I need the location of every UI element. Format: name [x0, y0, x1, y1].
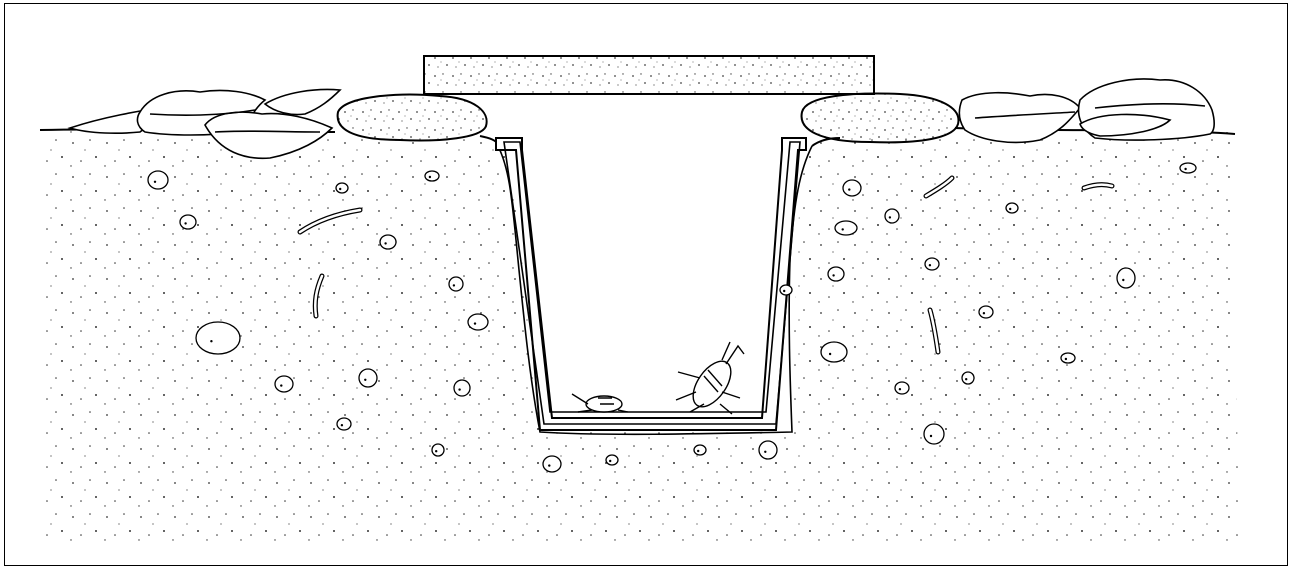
support-stone-left — [338, 95, 487, 141]
pebble-speck — [929, 264, 931, 266]
pebble — [885, 209, 899, 223]
pebble — [821, 342, 847, 362]
pebble — [380, 235, 396, 249]
support-stone-right — [802, 94, 959, 143]
pebble — [925, 258, 939, 270]
pebble-speck — [210, 340, 212, 342]
pebble — [196, 322, 240, 354]
pebble — [1180, 163, 1196, 173]
pebble-speck — [339, 188, 341, 190]
pebble-speck — [474, 322, 476, 324]
pebble — [843, 180, 861, 196]
pebble — [759, 441, 777, 459]
pebble-speck — [609, 460, 611, 462]
pebble-speck — [829, 353, 831, 355]
pebble — [148, 171, 168, 189]
pebble — [1061, 353, 1075, 363]
pebble — [337, 418, 351, 430]
pebble — [359, 369, 377, 387]
pebble-speck — [453, 284, 455, 286]
pebble-speck — [280, 384, 282, 386]
pebble — [694, 445, 706, 455]
pebble — [454, 380, 470, 396]
pebble-speck — [848, 188, 850, 190]
pebble-speck — [364, 379, 366, 381]
pebble-speck — [341, 424, 343, 426]
pebble — [432, 444, 444, 456]
pebble — [543, 456, 561, 472]
pebble-speck — [1065, 358, 1067, 360]
pebble-speck — [697, 450, 699, 452]
pebble — [336, 183, 348, 193]
pebble-speck — [1184, 168, 1186, 170]
pebble — [979, 306, 993, 318]
pebble-speck — [154, 181, 156, 183]
pebble-speck — [899, 388, 901, 390]
trapped-beetle-small — [572, 394, 628, 412]
pebble — [449, 277, 463, 291]
pebble — [275, 376, 293, 392]
cover-board — [424, 56, 874, 94]
pebble — [924, 424, 944, 444]
pebble — [895, 382, 909, 394]
pebble-speck — [783, 290, 785, 292]
pebble — [1117, 268, 1135, 288]
leaf-litter-right — [959, 79, 1214, 142]
pebble — [468, 314, 488, 330]
pebble-speck — [184, 222, 186, 224]
cup-outer — [496, 138, 806, 430]
pebble-speck — [832, 274, 834, 276]
pebble-speck — [965, 378, 967, 380]
pebble-speck — [983, 312, 985, 314]
pebble-speck — [458, 388, 460, 390]
pebble — [1006, 203, 1018, 213]
pebble — [780, 285, 792, 295]
pebble-speck — [930, 435, 932, 437]
pebble-speck — [1009, 208, 1011, 210]
pebble-speck — [842, 228, 844, 230]
pebble-speck — [429, 176, 431, 178]
pebble-speck — [1122, 279, 1124, 281]
pebble — [425, 171, 439, 181]
trapped-beetle-large — [676, 342, 744, 414]
pebble — [828, 267, 844, 281]
pebble — [180, 215, 196, 229]
pebble-speck — [889, 216, 891, 218]
pebble — [962, 372, 974, 384]
pebble-speck — [435, 450, 437, 452]
pebble-speck — [764, 451, 766, 453]
pebble — [606, 455, 618, 465]
pebble-speck — [384, 242, 386, 244]
pebble-speck — [548, 464, 550, 466]
pebble — [835, 221, 857, 235]
